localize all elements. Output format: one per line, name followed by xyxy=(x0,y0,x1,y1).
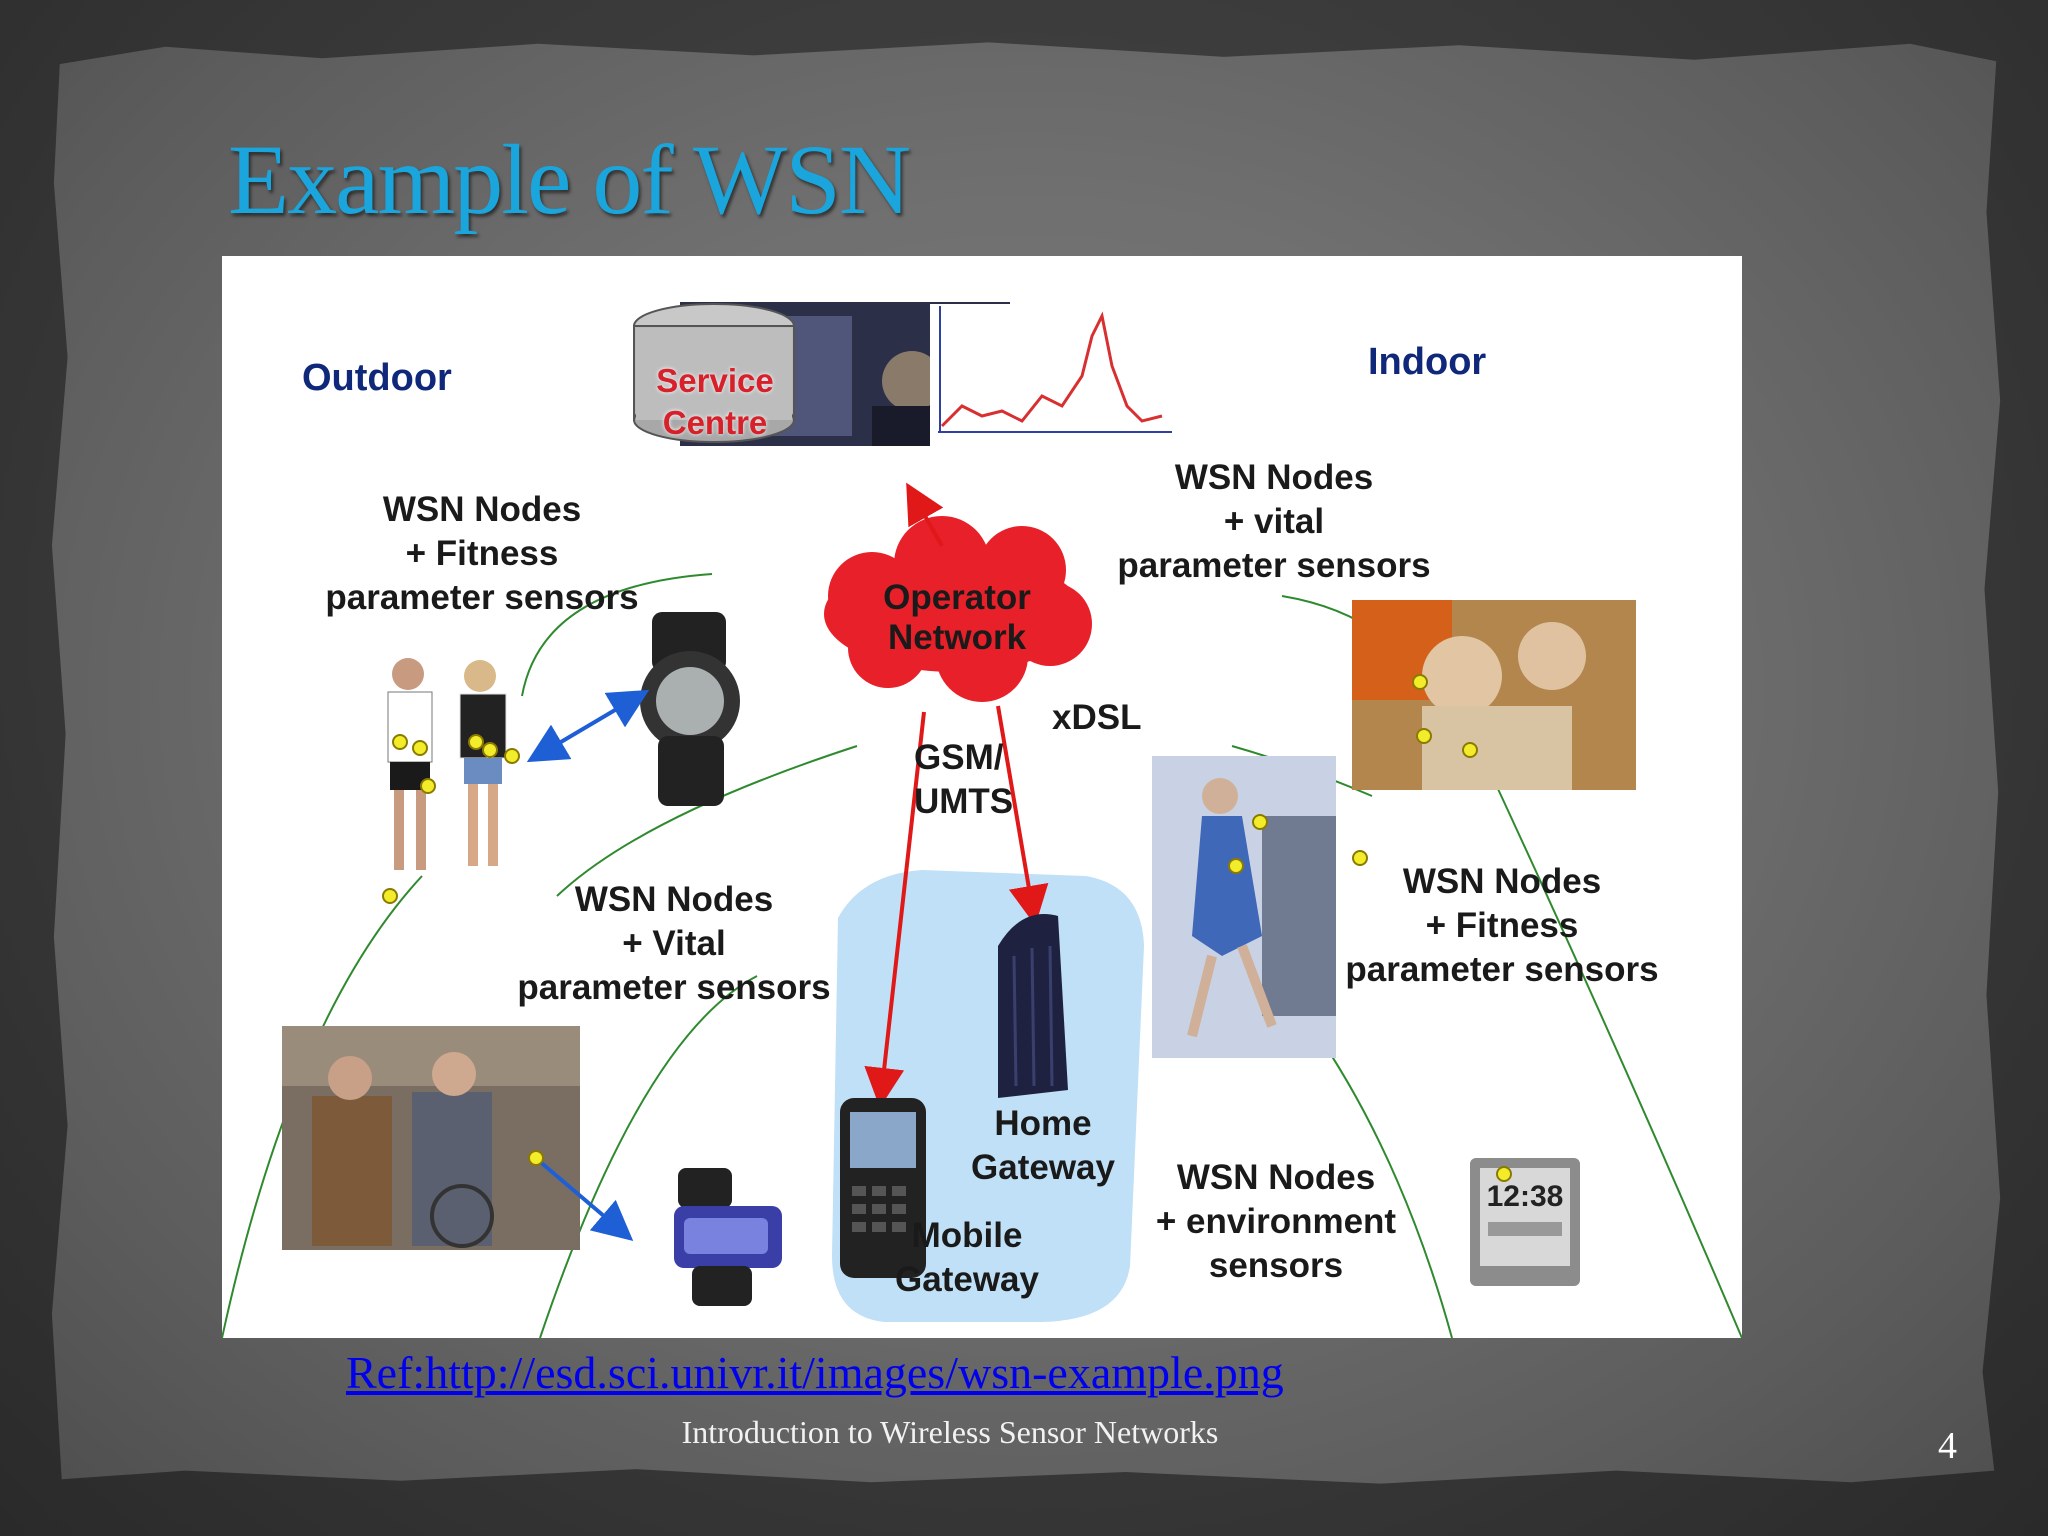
slide-title: Example of WSN xyxy=(228,124,911,235)
network-links xyxy=(864,482,1049,1108)
watch-link-arrow xyxy=(526,689,650,763)
xdsl-label: xDSL xyxy=(1052,698,1142,737)
wristband-link-arrow xyxy=(536,1158,634,1241)
running-woman-image xyxy=(1152,756,1336,1058)
sensor-nodes xyxy=(382,674,1512,1182)
indoor-elderly-image xyxy=(1352,600,1636,790)
page-number: 4 xyxy=(1938,1425,1957,1467)
wrist-device-image xyxy=(674,1168,782,1306)
gsm-umts-label: GSM/UMTS xyxy=(914,738,1014,821)
elderly-couple-image xyxy=(282,1026,580,1250)
home-gateway-image xyxy=(998,914,1068,1098)
service-centre-image xyxy=(633,302,1176,446)
mobile-phone-image xyxy=(840,1098,926,1278)
sports-watch-image xyxy=(640,612,740,806)
operator-network-cloud xyxy=(824,516,1092,702)
diagram-graphics: 12:38 xyxy=(222,302,1742,1338)
runners-image xyxy=(387,658,507,870)
indoor-label: Indoor xyxy=(1368,341,1487,383)
environment-clock-image: 12:38 xyxy=(1470,1158,1580,1286)
reference-link[interactable]: Ref:http://esd.sci.univr.it/images/wsn-e… xyxy=(346,1347,1284,1398)
slide-footer: Introduction to Wireless Sensor Networks xyxy=(681,1414,1219,1450)
outdoor-label: Outdoor xyxy=(302,357,452,399)
clock-display: 12:38 xyxy=(1487,1180,1564,1213)
